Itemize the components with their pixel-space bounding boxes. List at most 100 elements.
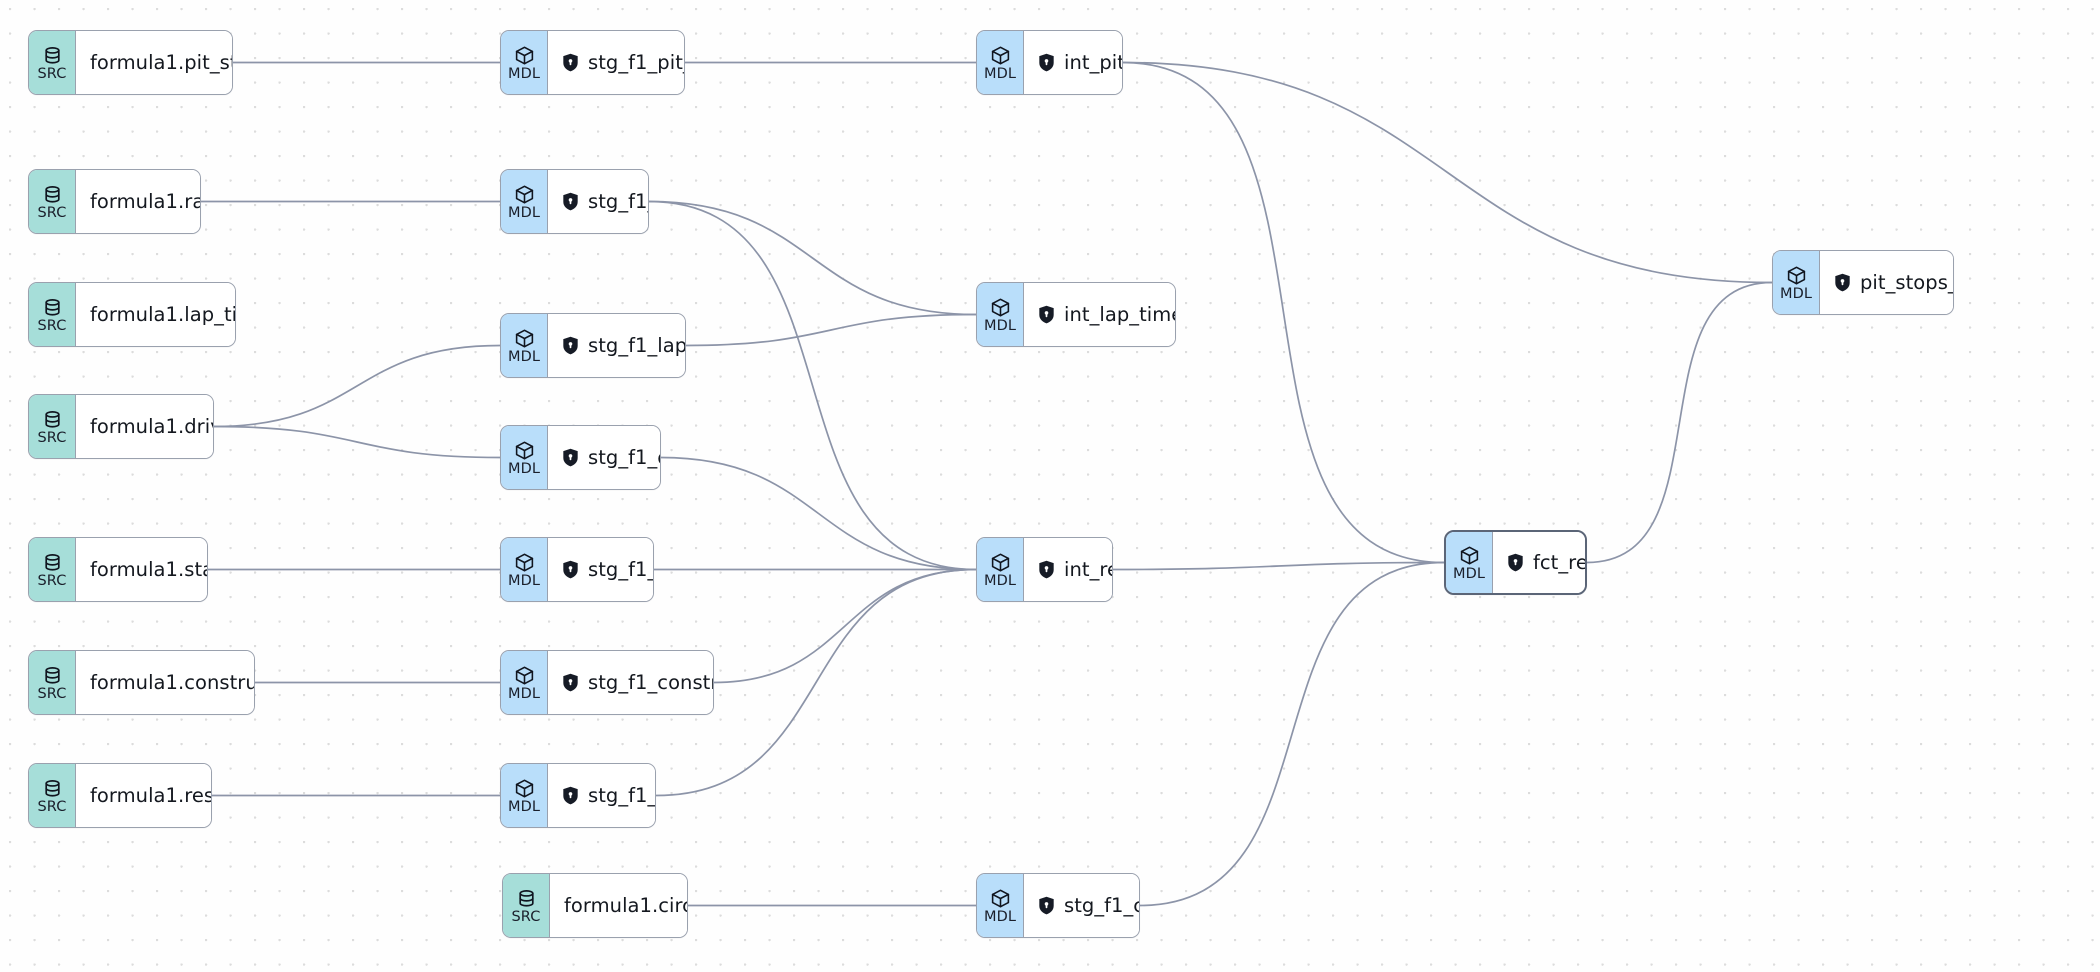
node-kind-label: MDL	[983, 66, 1017, 83]
shield-lock-icon	[1038, 305, 1055, 324]
graph-node-src_drivers[interactable]: SRC formula1.drivers	[28, 394, 214, 459]
shield-lock-icon	[1038, 53, 1055, 72]
graph-node-stg_lap_times[interactable]: MDL stg_f1_lap_times	[500, 313, 686, 378]
node-label: fct_results	[1533, 550, 1587, 574]
node-body[interactable]: formula1.pit_stops	[76, 31, 232, 94]
graph-node-src_races[interactable]: SRC formula1.races	[28, 169, 201, 234]
shield-lock-icon	[1834, 273, 1851, 292]
node-kind-label: MDL	[507, 686, 541, 703]
model-badge: MDL	[977, 874, 1024, 937]
shield-lock-icon	[562, 560, 579, 579]
model-badge: MDL	[1446, 532, 1493, 593]
node-label: formula1.pit_stops	[90, 50, 232, 74]
node-body[interactable]: int_results	[1024, 538, 1112, 601]
model-badge: MDL	[501, 651, 548, 714]
node-kind-label: MDL	[507, 573, 541, 590]
model-badge: MDL	[501, 314, 548, 377]
graph-node-stg_drivers[interactable]: MDL stg_f1_drivers	[500, 425, 661, 490]
database-icon	[516, 888, 537, 909]
node-body[interactable]: formula1.lap_times	[76, 283, 235, 346]
database-icon	[42, 297, 63, 318]
node-kind-label: MDL	[983, 573, 1017, 590]
node-body[interactable]: int_lap_times_years	[1024, 283, 1175, 346]
node-kind-label: MDL	[507, 349, 541, 366]
graph-node-fct_results[interactable]: MDL fct_results	[1444, 530, 1587, 595]
model-badge: MDL	[977, 538, 1024, 601]
source-badge: SRC	[29, 395, 76, 458]
database-icon	[42, 778, 63, 799]
shield-lock-icon	[562, 673, 579, 692]
node-body[interactable]: formula1.races	[76, 170, 200, 233]
graph-node-stg_constructors[interactable]: MDL stg_f1_constructors	[500, 650, 714, 715]
graph-node-stg_pit_stops[interactable]: MDL stg_f1_pit_stops	[500, 30, 685, 95]
graph-node-src_lap_times[interactable]: SRC formula1.lap_times	[28, 282, 236, 347]
node-kind-label: SRC	[37, 318, 67, 335]
graph-node-int_lap_times_years[interactable]: MDL int_lap_times_years	[976, 282, 1176, 347]
node-label: int_results	[1064, 557, 1112, 581]
node-body[interactable]: pit_stops_joined	[1820, 251, 1953, 314]
graph-node-int_pit_stops[interactable]: MDL int_pit_stops	[976, 30, 1123, 95]
node-label: stg_f1_pit_stops	[588, 50, 684, 74]
graph-node-int_results[interactable]: MDL int_results	[976, 537, 1113, 602]
node-body[interactable]: stg_f1_results	[548, 764, 655, 827]
node-body[interactable]: stg_f1_drivers	[548, 426, 660, 489]
database-icon	[42, 552, 63, 573]
node-body[interactable]: formula1.status	[76, 538, 207, 601]
cube-icon	[514, 665, 535, 686]
shield-lock-icon	[562, 786, 579, 805]
node-kind-label: SRC	[37, 66, 67, 83]
node-body[interactable]: formula1.results	[76, 764, 211, 827]
node-body[interactable]: int_pit_stops	[1024, 31, 1122, 94]
node-body[interactable]: stg_f1_lap_times	[548, 314, 686, 377]
database-icon	[42, 45, 63, 66]
node-label: stg_f1_races	[588, 189, 648, 213]
node-label: int_pit_stops	[1064, 50, 1122, 74]
node-kind-label: MDL	[507, 461, 541, 478]
node-body[interactable]: fct_results	[1493, 532, 1587, 593]
cube-icon	[514, 552, 535, 573]
node-label: formula1.status	[90, 557, 207, 581]
shield-lock-icon	[562, 336, 579, 355]
node-label: formula1.circuits	[564, 893, 687, 917]
node-body[interactable]: stg_f1_pit_stops	[548, 31, 684, 94]
model-badge: MDL	[501, 426, 548, 489]
database-icon	[42, 184, 63, 205]
model-badge: MDL	[1773, 251, 1820, 314]
source-badge: SRC	[29, 651, 76, 714]
graph-node-src_results[interactable]: SRC formula1.results	[28, 763, 212, 828]
shield-lock-icon	[1038, 896, 1055, 915]
node-body[interactable]: formula1.circuits	[550, 874, 687, 937]
cube-icon	[514, 778, 535, 799]
node-kind-label: SRC	[37, 205, 67, 222]
node-kind-label: SRC	[37, 799, 67, 816]
shield-lock-icon	[1507, 553, 1524, 572]
node-kind-label: MDL	[983, 318, 1017, 335]
node-body[interactable]: stg_f1_status	[548, 538, 653, 601]
node-label: stg_f1_drivers	[588, 445, 660, 469]
model-badge: MDL	[501, 31, 548, 94]
node-body[interactable]: stg_f1_races	[548, 170, 648, 233]
graph-node-src_pit_stops[interactable]: SRC formula1.pit_stops	[28, 30, 233, 95]
graph-node-stg_status[interactable]: MDL stg_f1_status	[500, 537, 654, 602]
node-label: formula1.drivers	[90, 414, 213, 438]
node-label: stg_f1_lap_times	[588, 333, 686, 357]
node-body[interactable]: stg_f1_circuits	[1024, 874, 1139, 937]
cube-icon	[990, 552, 1011, 573]
source-badge: SRC	[29, 31, 76, 94]
node-body[interactable]: stg_f1_constructors	[548, 651, 713, 714]
graph-node-src_constructors[interactable]: SRC formula1.constructors	[28, 650, 255, 715]
database-icon	[42, 409, 63, 430]
model-badge: MDL	[977, 283, 1024, 346]
node-body[interactable]: formula1.drivers	[76, 395, 213, 458]
node-label: formula1.races	[90, 189, 200, 213]
cube-icon	[990, 888, 1011, 909]
node-body[interactable]: formula1.constructors	[76, 651, 254, 714]
node-label: formula1.constructors	[90, 670, 254, 694]
